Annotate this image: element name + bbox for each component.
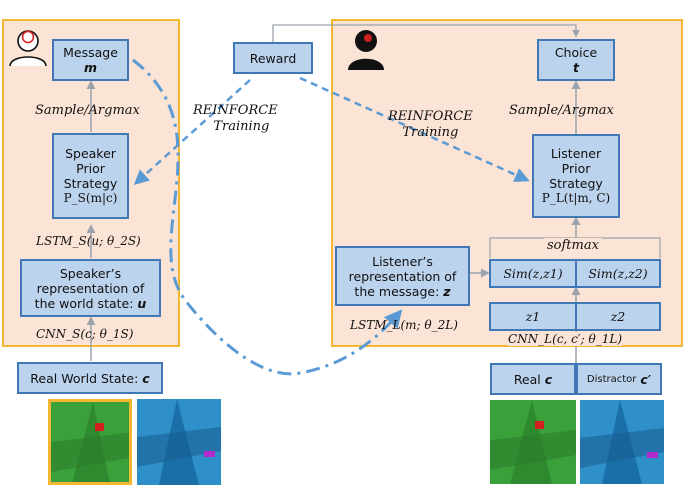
message-box: Message m bbox=[52, 39, 129, 81]
sim-z-z1-label: Sim(z,z1) bbox=[503, 266, 563, 281]
listener-sample-label: Sample/Argmax bbox=[509, 103, 614, 118]
listener-real-scene-image bbox=[490, 400, 576, 484]
listener-strategy-box: Listener Prior Strategy P_L(t|m, C) bbox=[532, 134, 620, 218]
speaker-distractor-scene-image bbox=[137, 399, 221, 485]
distractor-var: c′ bbox=[640, 371, 652, 387]
message-channel-curve bbox=[132, 58, 403, 376]
sim-z-z1-box: Sim(z,z1) bbox=[489, 259, 577, 288]
distractor-input-box: Distractor c′ bbox=[576, 363, 662, 395]
choice-title: Choice bbox=[554, 45, 598, 60]
choice-box: Choice t bbox=[537, 39, 615, 81]
softmax-label: softmax bbox=[544, 238, 602, 253]
speaker-repr-line-2: representation of bbox=[36, 280, 145, 296]
reward-feedback-line bbox=[272, 24, 580, 42]
reinforce-right-label: REINFORCE Training bbox=[388, 109, 473, 140]
speaker-real-scene-image bbox=[48, 399, 132, 485]
listener-representation-box: Listener’s representation of the message… bbox=[335, 246, 470, 306]
speaker-strategy-line-3: Strategy bbox=[63, 176, 118, 191]
reward-label: Reward bbox=[249, 50, 297, 66]
listener-strategy-line-2: Prior bbox=[561, 161, 591, 176]
real-input-box: Real c bbox=[490, 363, 576, 395]
real-world-var: c bbox=[142, 370, 150, 386]
listener-lstm-label: LSTM_L(m; θ_2L) bbox=[350, 318, 458, 332]
real-world-state-box: Real World State: c bbox=[17, 362, 163, 394]
listener-distractor-scene-image bbox=[580, 400, 664, 484]
message-title: Message bbox=[63, 45, 118, 60]
listener-repr-line-2: representation of bbox=[348, 268, 457, 284]
z1-label: z1 bbox=[525, 309, 541, 324]
listener-strategy-line-1: Listener bbox=[550, 146, 602, 161]
speaker-strategy-box: Speaker Prior Strategy P_S(m|c) bbox=[52, 133, 129, 219]
real-label: Real bbox=[513, 371, 541, 387]
speaker-repr-line-3: the world state: u bbox=[34, 295, 147, 311]
reinforce-arrow-left bbox=[133, 79, 251, 186]
listener-cnn-label: CNN_L(c, c′; θ_1L) bbox=[508, 332, 622, 346]
listener-repr-line-3: the message: z bbox=[354, 283, 451, 299]
choice-var: t bbox=[573, 60, 579, 75]
speaker-lstm-label: LSTM_S(u; θ_2S) bbox=[36, 234, 141, 248]
reinforce-left-label: REINFORCE Training bbox=[193, 103, 278, 134]
reinforce-arrow-right bbox=[299, 76, 530, 182]
speaker-cnn-label: CNN_S(c; θ_1S) bbox=[36, 327, 134, 341]
speaker-sample-label: Sample/Argmax bbox=[35, 103, 140, 118]
sim-z-z2-box: Sim(z,z2) bbox=[575, 259, 661, 288]
z2-box: z2 bbox=[575, 302, 661, 331]
z2-label: z2 bbox=[610, 309, 626, 324]
z1-box: z1 bbox=[489, 302, 577, 331]
sim-z-z2-label: Sim(z,z2) bbox=[588, 266, 648, 281]
speaker-strategy-formula: P_S(m|c) bbox=[63, 191, 118, 205]
reward-box: Reward bbox=[233, 42, 313, 74]
real-world-label: Real World State: bbox=[30, 370, 139, 386]
message-var: m bbox=[83, 60, 98, 75]
person-speaking-icon bbox=[9, 30, 47, 67]
distractor-label: Distractor bbox=[586, 373, 637, 385]
speaker-strategy-line-2: Prior bbox=[76, 161, 105, 176]
real-var: c bbox=[544, 371, 553, 387]
speaker-strategy-line-1: Speaker bbox=[65, 146, 116, 161]
listener-strategy-line-3: Strategy bbox=[549, 176, 603, 191]
listener-repr-line-1: Listener’s bbox=[372, 253, 433, 269]
listener-strategy-formula: P_L(t|m, C) bbox=[541, 191, 611, 205]
person-listening-icon bbox=[348, 30, 384, 70]
speaker-representation-box: Speaker’s representation of the world st… bbox=[20, 259, 161, 317]
speaker-repr-line-1: Speaker’s bbox=[59, 265, 122, 281]
